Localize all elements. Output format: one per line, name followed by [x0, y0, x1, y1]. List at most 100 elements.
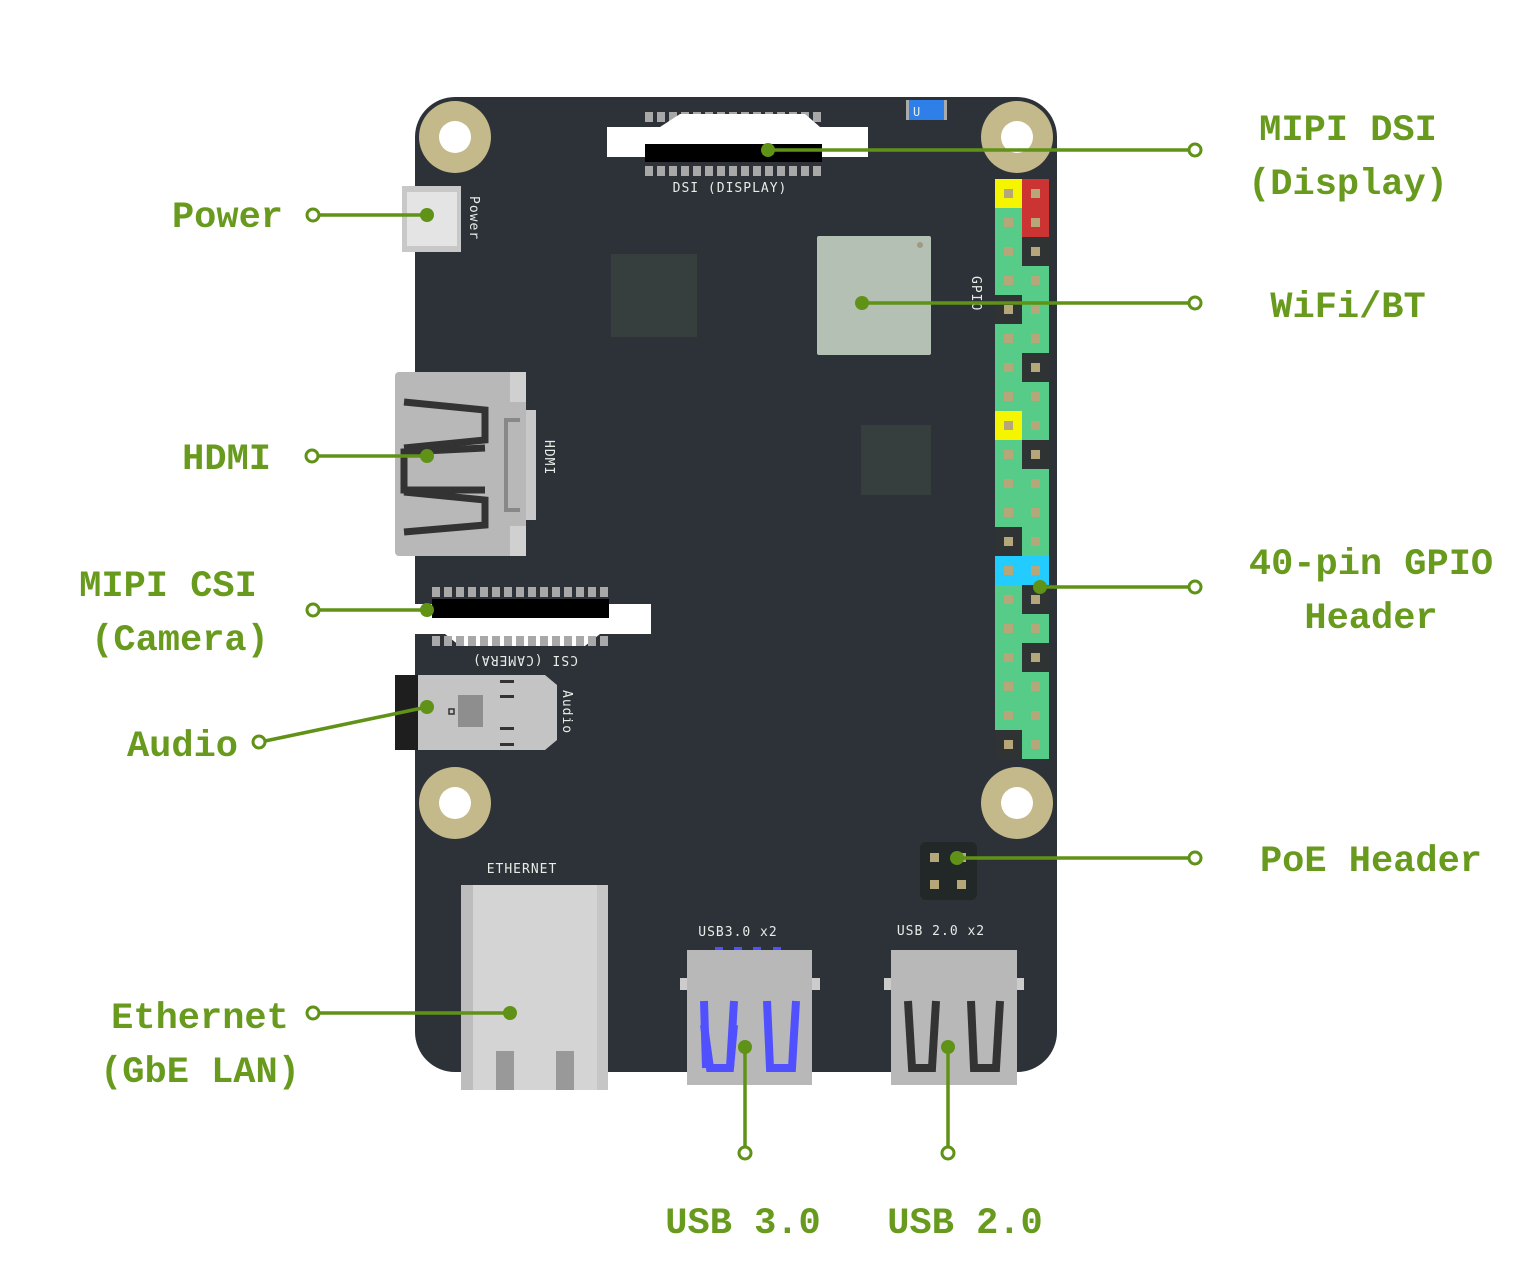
- gpio-pad: [1004, 450, 1013, 459]
- connector-pin: [576, 587, 584, 597]
- chip: [611, 254, 697, 337]
- connector-pin: [600, 587, 608, 597]
- gpio-pad: [1004, 334, 1013, 343]
- connector-pin: [480, 587, 488, 597]
- connector-pin: [813, 112, 821, 122]
- gpio-pad: [1031, 653, 1040, 662]
- connector-pin: [693, 166, 701, 176]
- label-mipi-csi-sub: (Camera): [91, 620, 269, 662]
- connector-pin: [552, 636, 560, 646]
- connector-pin: [564, 587, 572, 597]
- gpio-pad: [1004, 711, 1013, 720]
- svg-text:Audio: Audio: [559, 690, 574, 734]
- connector-pin: [564, 636, 572, 646]
- gpio-pad: [1031, 508, 1040, 517]
- gpio-pad: [1004, 740, 1013, 749]
- connector-pin: [576, 636, 584, 646]
- connector-pin: [540, 587, 548, 597]
- connector-pin: [729, 166, 737, 176]
- u-chip: U: [906, 100, 947, 120]
- connector-pin: [801, 166, 809, 176]
- gpio-pad: [1031, 682, 1040, 691]
- connector-pin: [492, 587, 500, 597]
- connector-pin: [504, 636, 512, 646]
- connector-pin: [657, 112, 665, 122]
- gpio-pad: [1031, 566, 1040, 575]
- connector-pin: [444, 636, 452, 646]
- connector-pin: [432, 636, 440, 646]
- audio-jack: Audio: [395, 675, 574, 750]
- label-wifi-bt: WiFi/BT: [1270, 287, 1425, 329]
- gpio-pad: [1004, 537, 1013, 546]
- gpio-pad: [1004, 305, 1013, 314]
- connector-pin: [645, 166, 653, 176]
- connector-pin: [456, 636, 464, 646]
- gpio-pad: [1031, 624, 1040, 633]
- connector-pin: [813, 166, 821, 176]
- svg-text:ETHERNET: ETHERNET: [487, 862, 558, 877]
- dsi-silkscreen: DSI (DISPLAY): [673, 181, 788, 196]
- connector-pin: [552, 587, 560, 597]
- connector-pin: [480, 636, 488, 646]
- connector-pin: [705, 166, 713, 176]
- gpio-header: [995, 179, 1049, 759]
- label-gpio-sub: Header: [1304, 598, 1437, 640]
- label-poe: PoE Header: [1260, 841, 1482, 883]
- connector-pin: [669, 112, 677, 122]
- mounting-holes: [419, 101, 1053, 839]
- chip: [861, 425, 931, 495]
- poe-header: [920, 842, 977, 900]
- connector-pin: [753, 166, 761, 176]
- label-mipi-dsi: MIPI DSI: [1259, 110, 1437, 152]
- label-gpio: 40-pin GPIO: [1249, 544, 1493, 586]
- gpio-silkscreen: GPIO: [968, 276, 983, 311]
- gpio-pad: [1031, 334, 1040, 343]
- gpio-pad: [1031, 711, 1040, 720]
- connector-pin: [516, 587, 524, 597]
- connector-pin: [717, 166, 725, 176]
- gpio-pad: [1004, 363, 1013, 372]
- gpio-pad: [1004, 218, 1013, 227]
- connector-pin: [588, 587, 596, 597]
- gpio-pad: [1031, 740, 1040, 749]
- connector-pin: [456, 587, 464, 597]
- connector-pin: [432, 587, 440, 597]
- connector-pin: [600, 636, 608, 646]
- gpio-pad: [1031, 305, 1040, 314]
- gpio-pad: [1031, 363, 1040, 372]
- gpio-pad: [1004, 653, 1013, 662]
- label-audio: Audio: [127, 726, 238, 768]
- connector-pin: [540, 636, 548, 646]
- gpio-pad: [1004, 421, 1013, 430]
- label-ethernet-sub: (GbE LAN): [100, 1052, 300, 1094]
- label-ethernet: Ethernet: [111, 998, 289, 1040]
- connector-pin: [789, 166, 797, 176]
- label-usb3: USB 3.0: [665, 1203, 820, 1245]
- dsi-connector: DSI (DISPLAY): [607, 112, 868, 196]
- svg-text:HDMI: HDMI: [541, 440, 556, 475]
- gpio-pad: [1031, 537, 1040, 546]
- connector-pin: [444, 587, 452, 597]
- leader-lines: [251, 142, 1203, 1161]
- gpio-pad: [1004, 566, 1013, 575]
- gpio-pad: [1031, 595, 1040, 604]
- gpio-pad: [1004, 247, 1013, 256]
- connector-pin: [588, 636, 596, 646]
- connector-pin: [657, 166, 665, 176]
- connector-pin: [468, 587, 476, 597]
- connector-pin: [765, 166, 773, 176]
- connector-pin: [516, 636, 524, 646]
- svg-text:Power: Power: [466, 196, 481, 240]
- hdmi-connector: HDMI: [395, 372, 556, 556]
- svg-text:U: U: [913, 105, 921, 119]
- gpio-pad: [1004, 276, 1013, 285]
- gpio-pad: [1031, 392, 1040, 401]
- gpio-pad: [1004, 479, 1013, 488]
- connector-pin: [468, 636, 476, 646]
- gpio-pad: [1031, 450, 1040, 459]
- label-hdmi: HDMI: [182, 439, 271, 481]
- connector-pin: [777, 166, 785, 176]
- connector-pin: [681, 166, 689, 176]
- label-power: Power: [172, 197, 283, 239]
